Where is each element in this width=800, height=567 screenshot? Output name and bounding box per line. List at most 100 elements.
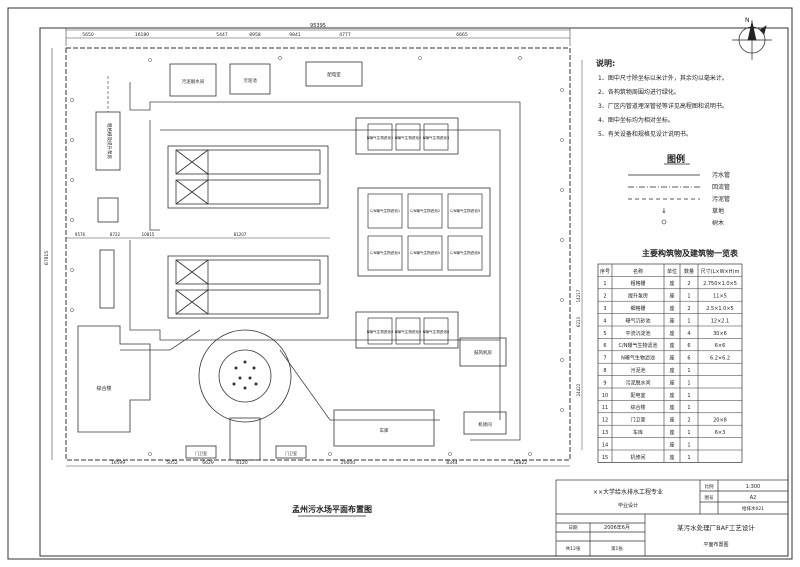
table-cell: 座: [669, 454, 674, 461]
table-cell: 1: [687, 430, 690, 436]
table-cell: 座: [669, 330, 674, 337]
table-cell: 8: [603, 368, 606, 374]
table-cell: 座: [669, 280, 674, 287]
table-cell: 6: [603, 343, 606, 349]
fountain-dots: [232, 360, 258, 390]
legend-lines: [628, 174, 700, 200]
dim-mid-1: 9576: [75, 232, 86, 237]
table-cell: 6: [687, 356, 690, 362]
n-baf-group-bottom: [355, 311, 459, 349]
dim-mid-2: 8722: [110, 232, 121, 237]
drawing-frame: [39, 27, 789, 557]
tb-scale: 1:300: [746, 484, 760, 490]
power-room: [305, 61, 363, 87]
top-dimension: [65, 28, 571, 46]
dim-right-2: 6213: [576, 316, 581, 327]
tb-date: 2006年6月: [604, 524, 630, 531]
table-cell: 4: [603, 318, 606, 324]
sludge-dewater-room: [169, 63, 217, 97]
table-cell: 细格栅: [630, 305, 645, 312]
table-cell: 平流沉淀池: [625, 330, 650, 337]
table-cell: 1: [687, 294, 690, 300]
n-baf-4-label: N曝气生物滤池4: [367, 329, 394, 334]
cn-baf-6: [447, 235, 483, 271]
dim-right-3: 24422: [576, 383, 581, 396]
n-baf-3-label: N曝气生物滤池3: [423, 135, 450, 140]
n-baf-group-top: [355, 117, 459, 155]
tb-drawing-name: 平面布置图: [703, 541, 728, 548]
table-cell: 1: [687, 318, 690, 324]
sheet-border: [7, 7, 793, 560]
legend-grass-symbol: ↓: [661, 207, 667, 215]
cn-baf-3-label: C/N曝气生物滤池3: [450, 208, 480, 213]
table-cell: 1: [603, 281, 606, 287]
sludge-pond: [229, 63, 271, 95]
cn-baf-3: [447, 193, 483, 229]
entrance-gate-path: [229, 417, 261, 461]
table-cell: 1: [687, 455, 690, 461]
legend-tree-symbol: [661, 219, 667, 225]
tb-size: A2: [750, 495, 757, 501]
legend-item-1: 污水管: [712, 171, 730, 179]
sludge-dewater-label: 污泥脱水间: [182, 78, 205, 85]
sludge-pond-label: 污泥池: [243, 77, 257, 84]
n-baf-3: [423, 123, 449, 151]
table-cell: 4: [687, 331, 690, 337]
table-cell: 粗格栅: [630, 280, 645, 287]
table-cell: 20×8: [713, 418, 727, 424]
table-cell: 座: [669, 417, 674, 424]
n-baf-4: [367, 317, 393, 345]
blower-room-label: 鼓风机房: [474, 349, 492, 356]
table-cell: 污泥池: [630, 367, 645, 374]
dim-mid-3: 10815: [142, 232, 155, 237]
repair-shop: [463, 411, 507, 435]
table-cell: 12×2.1: [711, 318, 730, 324]
table-cell: 座: [669, 441, 674, 448]
n-baf-2: [395, 123, 421, 151]
table-cell: 1: [687, 380, 690, 386]
table-cell: 1: [687, 405, 690, 411]
tb-sheet-no: 给排水021: [742, 505, 764, 512]
cn-baf-4: [367, 235, 403, 271]
table-cell: 座: [669, 367, 674, 374]
table-cell: 1: [687, 393, 690, 399]
n-baf-6: [423, 317, 449, 345]
power-room-label: 配电室: [327, 71, 341, 78]
table-cell: 座: [669, 404, 674, 411]
table-cell: 座: [669, 342, 674, 349]
tb-school: ××大学给水排水工程专业: [593, 488, 663, 496]
fine-screen: [97, 197, 119, 223]
cn-baf-4-label: C/N曝气生物滤池4: [370, 250, 401, 255]
table-header-cell: 序号: [600, 268, 610, 275]
table-cell: 10: [602, 393, 608, 399]
table-cell: 3: [603, 306, 606, 312]
table-cell: 1: [687, 368, 690, 374]
dim-right-1: 14217: [576, 289, 581, 302]
dim-top-4: 8958: [249, 32, 261, 38]
table-cell: 14: [602, 442, 608, 448]
north-label: N: [745, 17, 750, 24]
tb-subtitle: 毕业设计: [618, 502, 638, 509]
table-cell: 2.5×1.0×5: [706, 306, 733, 312]
dim-top-1: 5650: [82, 32, 94, 38]
table-cell: 12: [602, 418, 608, 424]
n-baf-1: [367, 123, 393, 151]
table-cell: 6.2×6.2: [710, 356, 730, 362]
table-header-cell: 尺寸(L×W×H)m: [701, 268, 740, 275]
tb-size-label: 图号: [705, 495, 714, 501]
note-4: 4、图中坐标均为相对坐标。: [598, 116, 674, 124]
tb-pages-total: 共12张: [566, 545, 581, 552]
title-block: [555, 479, 789, 557]
dim-bottom-6: 8344: [446, 460, 458, 466]
table-cell: 6×6: [715, 343, 726, 349]
table-cell: 座: [669, 305, 674, 312]
dim-top-7: 6665: [456, 32, 468, 38]
roundabout-outer: [198, 329, 292, 423]
cn-baf-6-label: C/N曝气生物滤池6: [450, 250, 481, 255]
gate-house-a-label: 门卫室: [195, 450, 207, 456]
table-cell: 5: [603, 331, 606, 337]
n-baf-6-label: N曝气生物滤池6: [423, 329, 450, 334]
dim-left-total: 67815: [44, 251, 50, 265]
sedimentation-tanks-lower: [167, 255, 329, 319]
table-cell: 曝气沉砂池: [625, 317, 650, 324]
